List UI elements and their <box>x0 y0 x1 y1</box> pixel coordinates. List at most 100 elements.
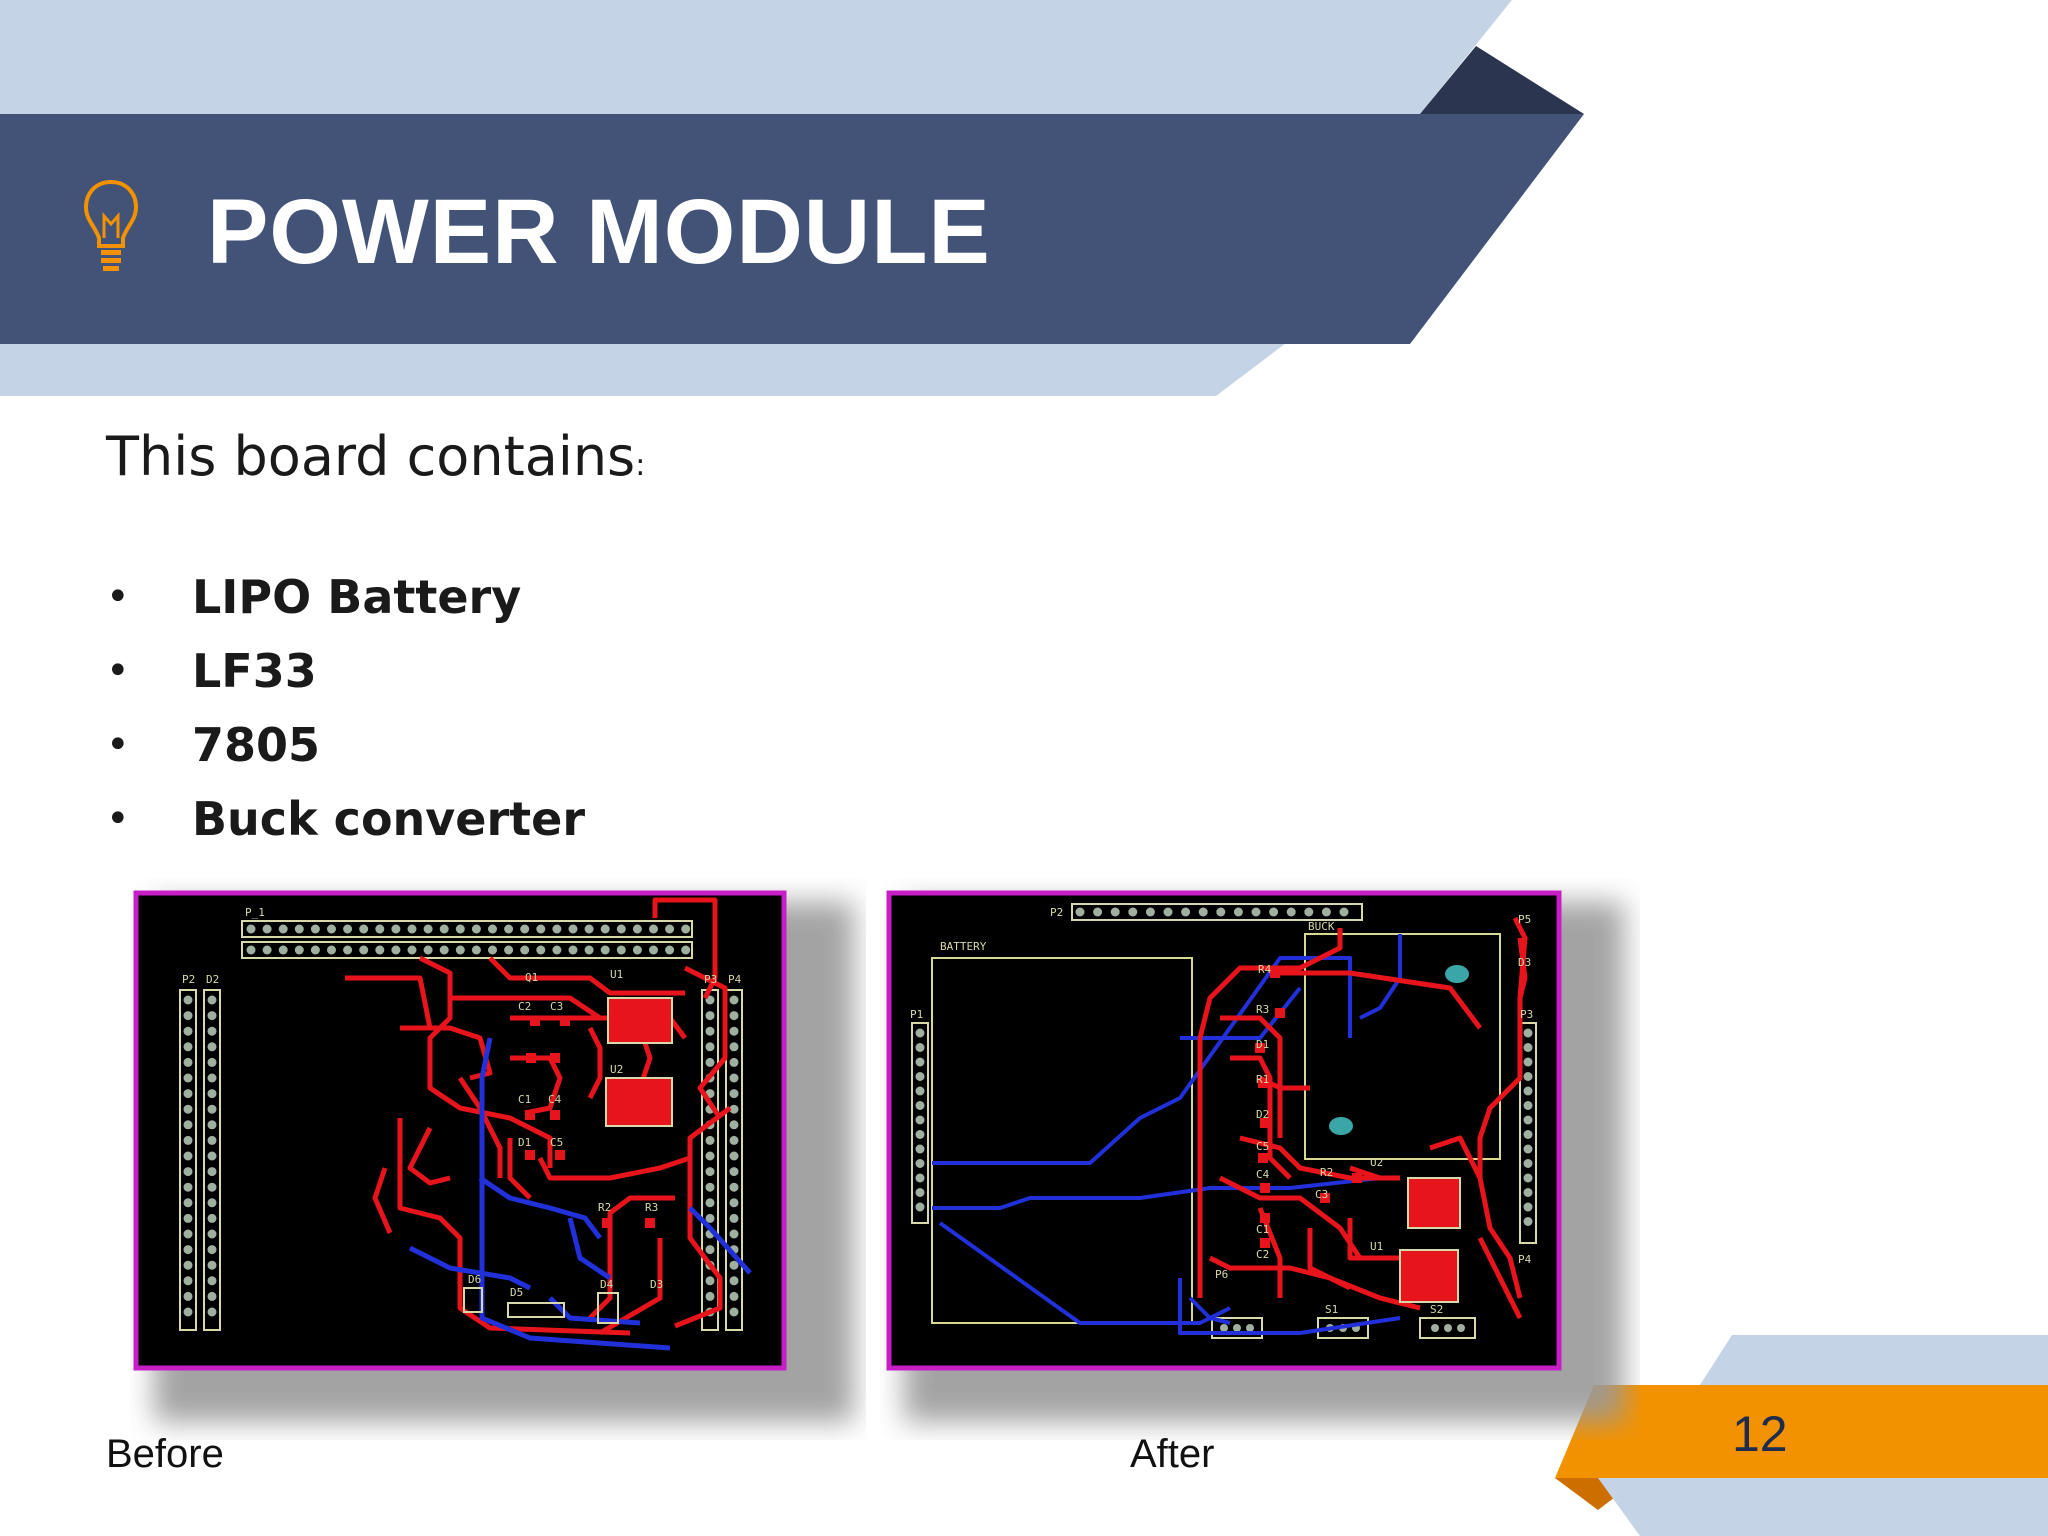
pcb-pad <box>183 1276 193 1286</box>
pcb-label: P5 <box>1518 913 1531 926</box>
pcb-pad <box>729 1011 739 1021</box>
pcb-pad <box>915 1130 925 1139</box>
pcb-pad <box>407 945 417 955</box>
pcb-before-image: P_1 P2 D2 P3 P4 Q1 U1 C2 C3 U2 C1 C4 D1 … <box>133 890 854 1422</box>
pcb-label: P3 <box>1520 1008 1533 1021</box>
pcb-pad <box>705 1198 715 1208</box>
pcb-label: Q1 <box>525 971 538 984</box>
pcb-label: C5 <box>550 1136 563 1149</box>
pcb-label: P4 <box>1518 1253 1532 1266</box>
pcb-pad <box>183 1167 193 1177</box>
pcb-pad <box>1110 907 1120 917</box>
item-label: LF33 <box>192 644 317 698</box>
pcb-pad <box>278 924 288 934</box>
regulator-chip <box>1407 1177 1461 1229</box>
pcb-pad <box>207 1260 217 1270</box>
pcb-pad <box>915 1144 925 1154</box>
pcb-label: C1 <box>518 1093 531 1106</box>
pcb-pad <box>705 1042 715 1052</box>
pcb-pad <box>1523 1072 1533 1081</box>
pcb-pad <box>207 1213 217 1223</box>
pcb-label: U1 <box>1370 1240 1383 1253</box>
pcb-pad <box>1523 1188 1533 1197</box>
pcb-pad <box>632 945 642 955</box>
bullet-icon: • <box>106 722 130 768</box>
pcb-pad <box>915 1173 925 1183</box>
pcb-pad <box>705 1151 715 1161</box>
bullet-icon: • <box>106 648 130 694</box>
pcb-label: R2 <box>1320 1166 1333 1179</box>
pcb-pad <box>207 1167 217 1177</box>
component-list: •LIPO Battery •LF33 •7805 •Buck converte… <box>106 560 585 856</box>
pcb-pad <box>262 945 272 955</box>
pcb-label: P3 <box>704 973 717 986</box>
pcb-pad <box>705 1026 715 1036</box>
pcb-pad <box>207 1307 217 1317</box>
pcb-label: U1 <box>610 968 623 981</box>
pcb-pad <box>1523 1086 1533 1096</box>
slide-title: POWER MODULE <box>207 181 991 283</box>
pcb-label: P4 <box>728 973 742 986</box>
header-pads-top <box>241 920 693 959</box>
pcb-pad <box>246 924 256 934</box>
pcb-pad <box>1339 907 1349 917</box>
pcb-pad <box>915 1188 925 1197</box>
pcb-label: D4 <box>600 1278 614 1291</box>
pcb-pad <box>584 924 594 934</box>
pcb-pad <box>207 1011 217 1021</box>
pcb-pad <box>568 945 578 955</box>
pcb-pad <box>207 995 217 1005</box>
pcb-pad <box>632 924 642 934</box>
pcb-pad <box>705 1291 715 1301</box>
pcb-label: C4 <box>548 1093 562 1106</box>
pcb-pad <box>1523 1115 1533 1125</box>
pcb-pad <box>584 945 594 955</box>
intro-text: This board contains: <box>106 425 645 488</box>
pcb-pad <box>294 945 304 955</box>
pcb-pad <box>915 1057 925 1067</box>
pcb-pad <box>729 1213 739 1223</box>
pcb-pad <box>729 995 739 1005</box>
pcb-pad <box>183 1026 193 1036</box>
pcb-pad <box>1523 1043 1533 1052</box>
intro-label: This board contains <box>106 425 636 488</box>
pcb-label: P_1 <box>245 906 265 919</box>
pcb-pad <box>183 1089 193 1099</box>
pcb-pad <box>1304 907 1314 917</box>
pcb-pad <box>207 1135 217 1145</box>
pcb-pad <box>705 1057 715 1067</box>
pcb-pad <box>705 1011 715 1021</box>
pcb-pad <box>183 1245 193 1255</box>
pcb-label: R3 <box>645 1201 658 1214</box>
pcb-pad <box>681 924 691 934</box>
pcb-pad <box>183 1182 193 1192</box>
list-item: •Buck converter <box>106 782 585 856</box>
pcb-pad <box>183 1057 193 1067</box>
pcb-pad <box>1523 1028 1533 1038</box>
pcb-pad <box>729 1182 739 1192</box>
pcb-pad <box>729 1260 739 1270</box>
pcb-pad <box>246 945 256 955</box>
pcb-pad <box>423 945 433 955</box>
pcb-pad <box>1075 907 1085 917</box>
pcb-pad <box>729 1229 739 1239</box>
pcb-pad <box>649 924 658 934</box>
pcb-pad <box>1145 907 1155 917</box>
pcb-pad <box>568 924 578 934</box>
pcb-label: BATTERY <box>940 940 987 953</box>
pcb-pad <box>183 1042 193 1052</box>
pcb-pad <box>729 1291 739 1301</box>
pcb-pad <box>729 1104 739 1114</box>
pcb-pad <box>183 1229 193 1239</box>
lightbulb-icon <box>83 179 139 271</box>
pcb-pad <box>327 924 336 934</box>
pcb-label: D6 <box>468 1273 481 1286</box>
pcb-pad <box>729 1151 739 1161</box>
pcb-pad <box>1128 907 1138 917</box>
pcb-label: P1 <box>910 1008 923 1021</box>
pcb-pad <box>915 1028 925 1038</box>
pcb-pad <box>423 924 433 934</box>
pcb-pad <box>391 945 401 955</box>
pcb-label: D1 <box>1256 1038 1269 1051</box>
pcb-pad <box>616 924 626 934</box>
